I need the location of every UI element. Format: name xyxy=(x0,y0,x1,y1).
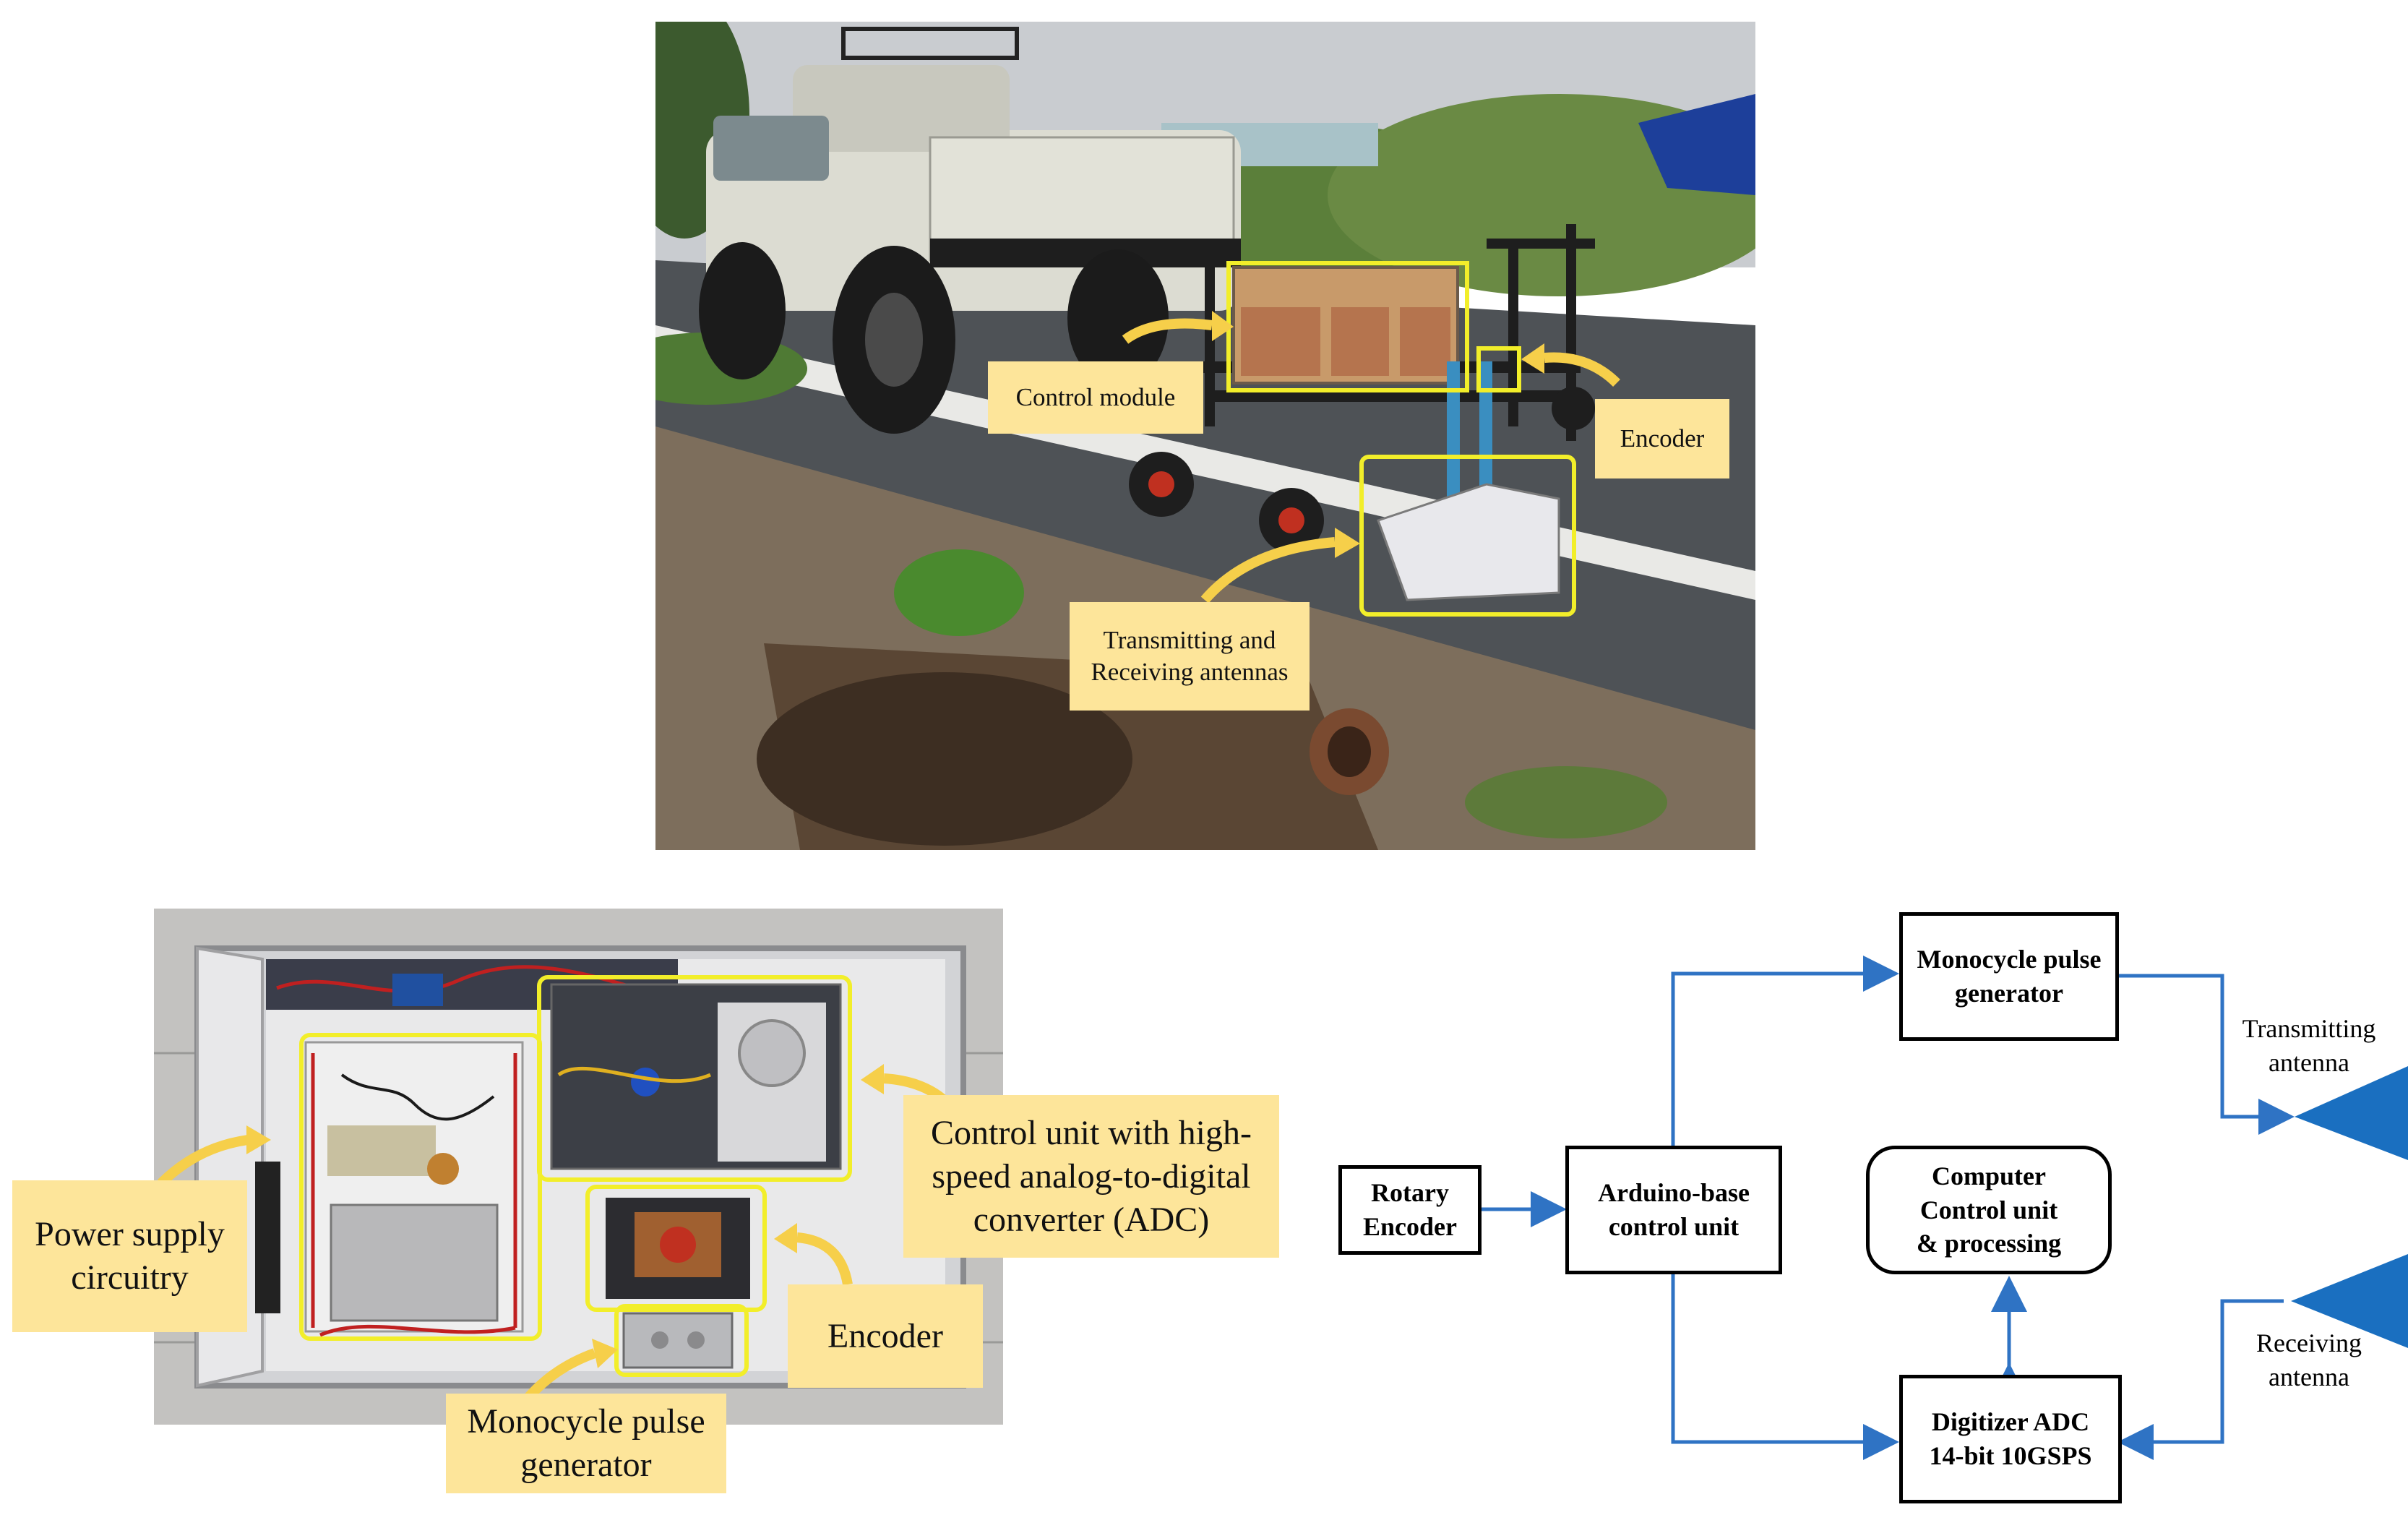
rx-antenna-text: Receiving antenna xyxy=(2256,1329,2362,1391)
pulse-generator-text: Monocycle pulse generator xyxy=(467,1402,705,1484)
tx-antenna-label: Transmitting antenna xyxy=(2219,1012,2399,1080)
computer-text: Computer Control unit & processing xyxy=(1916,1161,2062,1258)
control-unit-label: Control unit with high- speed analog-to-… xyxy=(903,1095,1279,1258)
encoder-highlight xyxy=(1476,346,1521,392)
tx-antenna-text: Transmitting antenna xyxy=(2242,1014,2376,1077)
pulse-generator-box: Monocycle pulse generator xyxy=(1899,912,2119,1041)
control-unit-highlight xyxy=(537,975,852,1182)
encoder-board-highlight xyxy=(585,1185,767,1312)
pulse-generator-highlight xyxy=(614,1304,749,1377)
digitizer-box: Digitizer ADC 14-bit 10GSPS xyxy=(1899,1375,2122,1503)
encoder-label-bottom: Encoder xyxy=(788,1284,983,1388)
arduino-text: Arduino-base control unit xyxy=(1597,1178,1750,1241)
control-module-text: Control module xyxy=(1015,383,1176,412)
pulse-generator-label: Monocycle pulse generator xyxy=(446,1394,726,1493)
power-supply-highlight xyxy=(299,1033,542,1341)
transmitting-antenna-icon xyxy=(2295,1066,2408,1160)
antennas-text: Transmitting and Receiving antennas xyxy=(1091,626,1289,686)
encoder-label-top: Encoder xyxy=(1595,399,1729,478)
rotary-encoder-text: Rotary Encoder xyxy=(1363,1178,1457,1241)
rx-antenna-label: Receiving antenna xyxy=(2219,1326,2399,1394)
arrow-arduino-to-digitizer xyxy=(1671,1274,1899,1460)
arrow-rx-to-digitizer xyxy=(2117,1299,2284,1460)
digitizer-text: Digitizer ADC 14-bit 10GSPS xyxy=(1929,1407,2092,1470)
arduino-box: Arduino-base control unit xyxy=(1565,1146,1782,1274)
arrow-arduino-to-pulse xyxy=(1671,956,1899,1146)
rotary-encoder-box: Rotary Encoder xyxy=(1338,1165,1482,1255)
receiving-antenna-icon xyxy=(2291,1254,2408,1348)
power-supply-label: Power supply circuitry xyxy=(12,1180,247,1332)
power-supply-text: Power supply circuitry xyxy=(35,1215,225,1297)
antennas-label: Transmitting and Receiving antennas xyxy=(1070,602,1310,711)
pulse-generator-box-text: Monocycle pulse generator xyxy=(1917,945,2102,1008)
encoder-text-top: Encoder xyxy=(1620,424,1705,453)
antennas-highlight xyxy=(1359,455,1576,617)
control-module-label: Control module xyxy=(988,361,1203,434)
computer-box: Computer Control unit & processing xyxy=(1866,1146,2112,1274)
encoder-text-bottom: Encoder xyxy=(827,1316,943,1355)
control-unit-text: Control unit with high- speed analog-to-… xyxy=(931,1113,1252,1239)
arrow-pulse-to-tx xyxy=(2119,974,2295,1135)
